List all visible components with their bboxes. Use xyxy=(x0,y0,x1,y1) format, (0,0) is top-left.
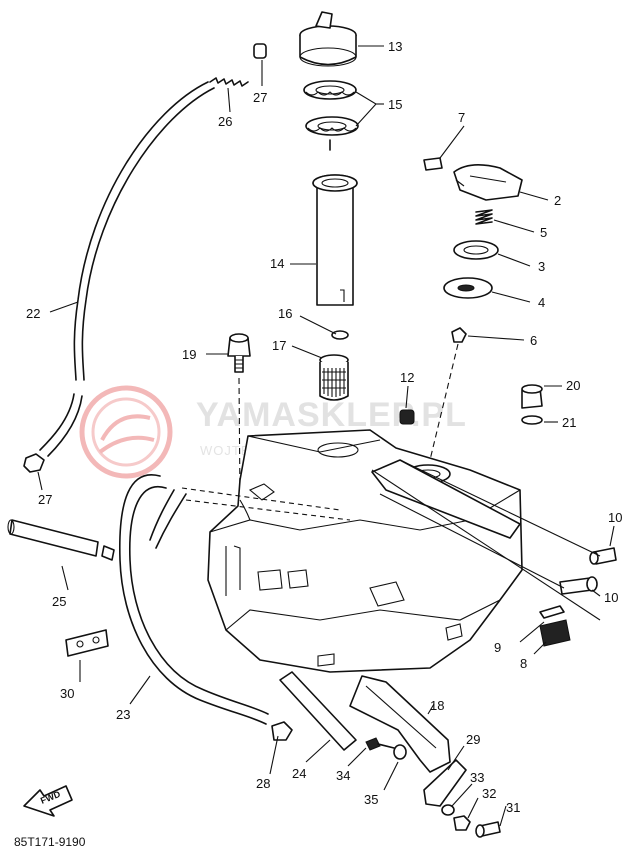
label-10-upper: 10 xyxy=(608,510,622,525)
label-13: 13 xyxy=(388,39,402,54)
label-17: 17 xyxy=(272,338,286,353)
part-10-bolt-lower xyxy=(559,576,598,595)
part-32-nut xyxy=(453,815,471,831)
label-15: 15 xyxy=(388,97,402,112)
part-13-filler-cap xyxy=(299,11,357,67)
label-28: 28 xyxy=(256,776,270,791)
part-28-clip xyxy=(271,721,293,741)
part-31-bolt xyxy=(475,821,501,838)
part-29-stay xyxy=(423,759,467,807)
part-20-damper xyxy=(521,384,543,409)
label-12: 12 xyxy=(400,370,414,385)
part-34-bolt xyxy=(365,737,395,751)
part-18-bracket xyxy=(349,675,451,773)
part-5-spring xyxy=(475,209,493,225)
label-8: 8 xyxy=(520,656,527,671)
leader-lines xyxy=(37,45,615,827)
label-2: 2 xyxy=(554,193,561,208)
part-30-plate xyxy=(65,629,109,657)
part-22-breather-hose xyxy=(39,81,215,457)
label-23: 23 xyxy=(116,707,130,722)
label-20: 20 xyxy=(566,378,580,393)
watermark-brand: YAMASKLEP.PL xyxy=(196,396,467,434)
part-25-tube xyxy=(7,519,115,561)
fwd-arrow: FWD xyxy=(23,785,73,817)
label-19: 19 xyxy=(182,347,196,362)
part-9-clip xyxy=(539,605,565,619)
label-29: 29 xyxy=(466,732,480,747)
part-12-grommet xyxy=(399,409,415,425)
label-6: 6 xyxy=(530,333,537,348)
label-5: 5 xyxy=(540,225,547,240)
part-3-ring xyxy=(453,240,499,260)
part-8-damper xyxy=(539,619,571,647)
label-33: 33 xyxy=(470,770,484,785)
label-9: 9 xyxy=(494,640,501,655)
part-27-clip-top xyxy=(253,43,267,59)
label-21: 21 xyxy=(562,415,576,430)
part-10-bolt-upper xyxy=(589,547,617,565)
label-34: 34 xyxy=(336,768,350,783)
part-labels: 13 27 15 26 7 2 5 14 3 4 22 16 6 19 17 1… xyxy=(26,39,622,815)
part-26-spring xyxy=(209,77,249,87)
part-33-washer xyxy=(441,804,455,816)
label-7: 7 xyxy=(458,110,465,125)
part-21-collar xyxy=(521,415,543,425)
label-10-lower: 10 xyxy=(604,590,618,605)
part-15-gaskets xyxy=(303,80,359,151)
fuel-tank-body xyxy=(207,429,523,673)
label-25: 25 xyxy=(52,594,66,609)
label-35: 35 xyxy=(364,792,378,807)
part-2-cap-cover xyxy=(453,164,523,201)
diagram-code: 85T171-9190 xyxy=(14,835,86,849)
part-7-pin xyxy=(423,157,443,171)
label-22: 22 xyxy=(26,306,40,321)
part-14-strainer-tube xyxy=(312,174,358,306)
label-32: 32 xyxy=(482,786,496,801)
part-4-washer xyxy=(443,277,493,299)
part-17-fuel-filter xyxy=(319,354,349,401)
part-6-nut xyxy=(429,327,467,461)
part-35-washer xyxy=(393,744,407,760)
label-30: 30 xyxy=(60,686,74,701)
part-24-strip xyxy=(279,671,357,751)
part-16-clip xyxy=(331,330,349,340)
label-31: 31 xyxy=(506,800,520,815)
label-3: 3 xyxy=(538,259,545,274)
label-14: 14 xyxy=(270,256,284,271)
label-18: 18 xyxy=(430,698,444,713)
label-16: 16 xyxy=(278,306,292,321)
label-27-top: 27 xyxy=(253,90,267,105)
label-24: 24 xyxy=(292,766,306,781)
label-4: 4 xyxy=(538,295,545,310)
label-26: 26 xyxy=(218,114,232,129)
label-27-bottom: 27 xyxy=(38,492,52,507)
part-23-hose xyxy=(118,474,269,725)
part-27-clip-bottom xyxy=(23,453,45,473)
